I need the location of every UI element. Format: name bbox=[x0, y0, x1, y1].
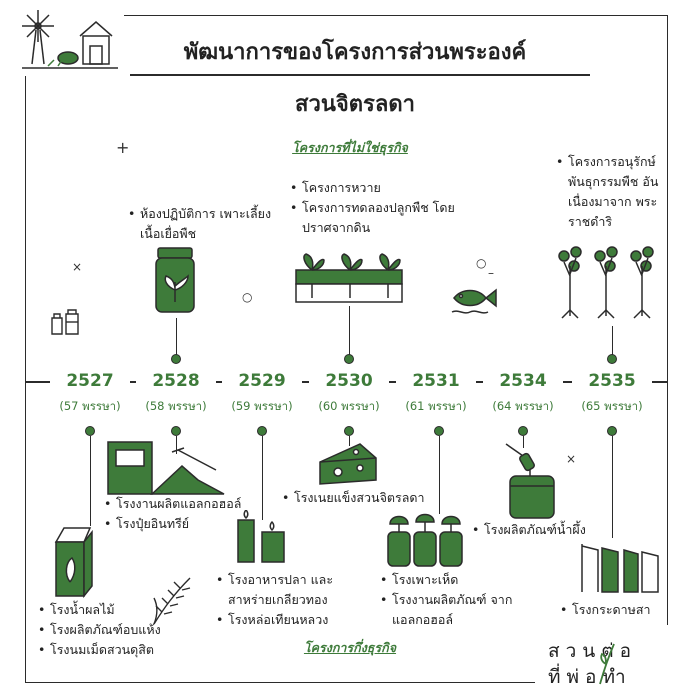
timeline-age: (59 พรรษา) bbox=[231, 399, 293, 413]
list-item: โครงการทดลองปลูกพืช โดยปราศจากดิน bbox=[290, 198, 460, 238]
connector-line bbox=[349, 436, 351, 446]
frame-border bbox=[25, 15, 668, 683]
bottom-list-2531: โรงเพาะเห็ด โรงงานผลิตภัณฑ์ จากแอลกอฮอล์ bbox=[380, 570, 540, 630]
top-list-2528: ห้องปฏิบัติการ เพาะเลี้ยงเนื้อเยื่อพืช bbox=[128, 204, 278, 244]
list-item: โรงเพาะเห็ด bbox=[380, 570, 540, 590]
list-item: โรงผลิตภัณฑ์อบแห้ง bbox=[38, 620, 188, 640]
bottom-list-2530: โรงเนยแข็งสวนจิตรลดา bbox=[282, 488, 462, 508]
sprout-logo-icon bbox=[599, 643, 615, 685]
page-title: พัฒนาการของโครงการส่วนพระองค์ bbox=[183, 40, 527, 65]
timeline-dot bbox=[344, 426, 354, 436]
timeline-dot bbox=[85, 426, 95, 436]
list-item: โรงงานผลิตภัณฑ์ จากแอลกอฮอล์ bbox=[380, 590, 540, 630]
connector-line bbox=[176, 318, 178, 356]
connector-line bbox=[262, 436, 264, 520]
timeline-dot bbox=[434, 426, 444, 436]
list-item: โรงเนยแข็งสวนจิตรลดา bbox=[282, 488, 462, 508]
list-item: โรงนมเม็ดสวนดุสิต bbox=[38, 640, 188, 660]
fish-icon bbox=[451, 288, 497, 314]
list-item: ห้องปฏิบัติการ เพาะเลี้ยงเนื้อเยื่อพืช bbox=[128, 204, 278, 244]
top-list-2535: โครงการอนุรักษ์ พันธุกรรมพืช อันเนื่องมา… bbox=[556, 152, 676, 232]
bottom-list-2534: โรงผลิตภัณฑ์น้ำผึ้ง bbox=[472, 520, 612, 540]
list-item: โครงการอนุรักษ์ พันธุกรรมพืช อันเนื่องมา… bbox=[556, 152, 676, 232]
honey-jar-icon bbox=[505, 443, 555, 519]
list-item: โรงกระดาษสา bbox=[560, 600, 670, 620]
sapling-trees-icon bbox=[558, 246, 654, 319]
connector-line bbox=[523, 436, 525, 448]
timeline-age: (57 พรรษา) bbox=[59, 399, 121, 413]
timeline-dot bbox=[607, 354, 617, 364]
dash-decoration: – bbox=[488, 266, 494, 280]
bottom-list-2529: โรงอาหารปลา และสาหร่ายเกลียวทอง โรงหล่อเ… bbox=[216, 570, 376, 630]
list-item: โครงการหวาย bbox=[290, 178, 460, 198]
timeline-dot bbox=[344, 354, 354, 364]
bottom-list-2527: โรงน้ำผลไม้ โรงผลิตภัณฑ์อบแห้ง โรงนมเม็ด… bbox=[38, 600, 188, 660]
farm-icon bbox=[22, 10, 118, 69]
timeline-year: 2531 bbox=[396, 371, 476, 391]
hydroponic-tray-icon bbox=[295, 253, 403, 303]
cross-decoration: × bbox=[72, 260, 83, 274]
top-list-2530: โครงการหวาย โครงการทดลองปลูกพืช โดยปราศจ… bbox=[290, 178, 460, 238]
brand-logo-line2: ที่พ่อทำ bbox=[548, 666, 632, 688]
page-subtitle: สวนจิตรลดา bbox=[295, 92, 415, 117]
circle-decoration: ○ bbox=[476, 256, 487, 270]
list-item: โรงหล่อเทียนหลวง bbox=[216, 610, 376, 630]
list-item: โรงน้ำผลไม้ bbox=[38, 600, 188, 620]
connector-line bbox=[176, 436, 178, 454]
timeline-year: 2529 bbox=[222, 371, 302, 391]
bottom-list-2528: โรงงานผลิตแอลกอฮอล์ โรงปุ๋ยอินทรีย์ bbox=[104, 494, 274, 534]
timeline-dot bbox=[171, 426, 181, 436]
paper-frames-icon bbox=[581, 544, 659, 593]
list-item: โรงอาหารปลา และสาหร่ายเกลียวทอง bbox=[216, 570, 376, 610]
timeline-year: 2534 bbox=[483, 371, 563, 391]
plus-decoration: + bbox=[116, 138, 130, 157]
timeline-year: 2535 bbox=[572, 371, 652, 391]
timeline-year: 2530 bbox=[309, 371, 389, 391]
timeline-age: (60 พรรษา) bbox=[318, 399, 380, 413]
timeline-dot bbox=[171, 354, 181, 364]
brand-logo-line1: สวนต่อ bbox=[548, 640, 638, 662]
timeline-dot bbox=[607, 426, 617, 436]
connector-line bbox=[612, 326, 614, 356]
milk-bottles-icon bbox=[51, 309, 79, 335]
juice-carton-icon bbox=[54, 527, 93, 599]
timeline-age: (58 พรรษา) bbox=[145, 399, 207, 413]
connector-line bbox=[439, 436, 441, 514]
timeline-year: 2528 bbox=[136, 371, 216, 391]
timeline-age: (61 พรรษา) bbox=[405, 399, 467, 413]
tissue-culture-jar-icon bbox=[155, 247, 195, 313]
title-divider bbox=[130, 74, 590, 76]
timeline-dot bbox=[257, 426, 267, 436]
list-item: โรงปุ๋ยอินทรีย์ bbox=[104, 514, 274, 534]
fertilizer-bag-icon bbox=[107, 441, 225, 495]
connector-line bbox=[612, 436, 614, 538]
circle-decoration: ○ bbox=[242, 290, 253, 304]
section-label-non-business: โครงการที่ไม่ใช่ธุรกิจ bbox=[292, 140, 408, 155]
connector-line bbox=[349, 306, 351, 356]
timeline-age: (65 พรรษา) bbox=[581, 399, 643, 413]
timeline-dot bbox=[518, 426, 528, 436]
connector-line bbox=[90, 436, 92, 526]
bottom-list-2535: โรงกระดาษสา bbox=[560, 600, 670, 620]
cheese-icon bbox=[319, 443, 377, 485]
timeline-year: 2527 bbox=[50, 371, 130, 391]
section-label-semi-business: โครงการกึ่งธุรกิจ bbox=[303, 640, 397, 655]
mushroom-jars-icon bbox=[387, 513, 463, 567]
list-item: โรงผลิตภัณฑ์น้ำผึ้ง bbox=[472, 520, 612, 540]
timeline-age: (64 พรรษา) bbox=[492, 399, 554, 413]
cross-decoration: × bbox=[566, 452, 577, 466]
list-item: โรงงานผลิตแอลกอฮอล์ bbox=[104, 494, 274, 514]
